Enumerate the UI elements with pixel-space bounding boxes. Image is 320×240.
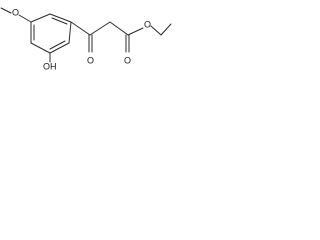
ester-oxygen-label: O: [144, 19, 151, 29]
ring-bond: [30, 42, 51, 54]
benzene-ring: [30, 13, 72, 54]
ethyl-bond: [160, 23, 172, 36]
aryl-carbonyl-bond: [70, 21, 91, 36]
ring-bond: [49, 13, 72, 23]
ring-double-bond: [49, 40, 66, 50]
methoxy-oxygen-label: O: [12, 7, 19, 17]
ester-o-bond: [127, 27, 144, 36]
methylene-bond: [89, 21, 111, 36]
ester-carbonyl-oxygen-label: O: [124, 55, 131, 65]
ethyl-group: [150, 23, 172, 36]
chemical-structure: O OH O O O: [0, 7, 172, 71]
hydroxyl-label: OH: [43, 61, 57, 71]
o-methyl-bond: [0, 7, 12, 14]
ester-group: O O: [109, 19, 151, 65]
ring-bond: [49, 42, 70, 54]
ring-bond: [68, 21, 72, 44]
ring-bond: [30, 13, 51, 23]
ketone-oxygen-label: O: [87, 55, 94, 65]
o-ethyl-bond: [150, 25, 162, 36]
ester-carbon-bond: [109, 21, 129, 36]
ring-double-bond: [51, 17, 68, 25]
aryl-o-bond: [18, 14, 32, 23]
ketone-group: O: [70, 21, 94, 65]
hydroxyl-group: OH: [43, 52, 57, 71]
methoxy-group: O: [0, 7, 32, 23]
